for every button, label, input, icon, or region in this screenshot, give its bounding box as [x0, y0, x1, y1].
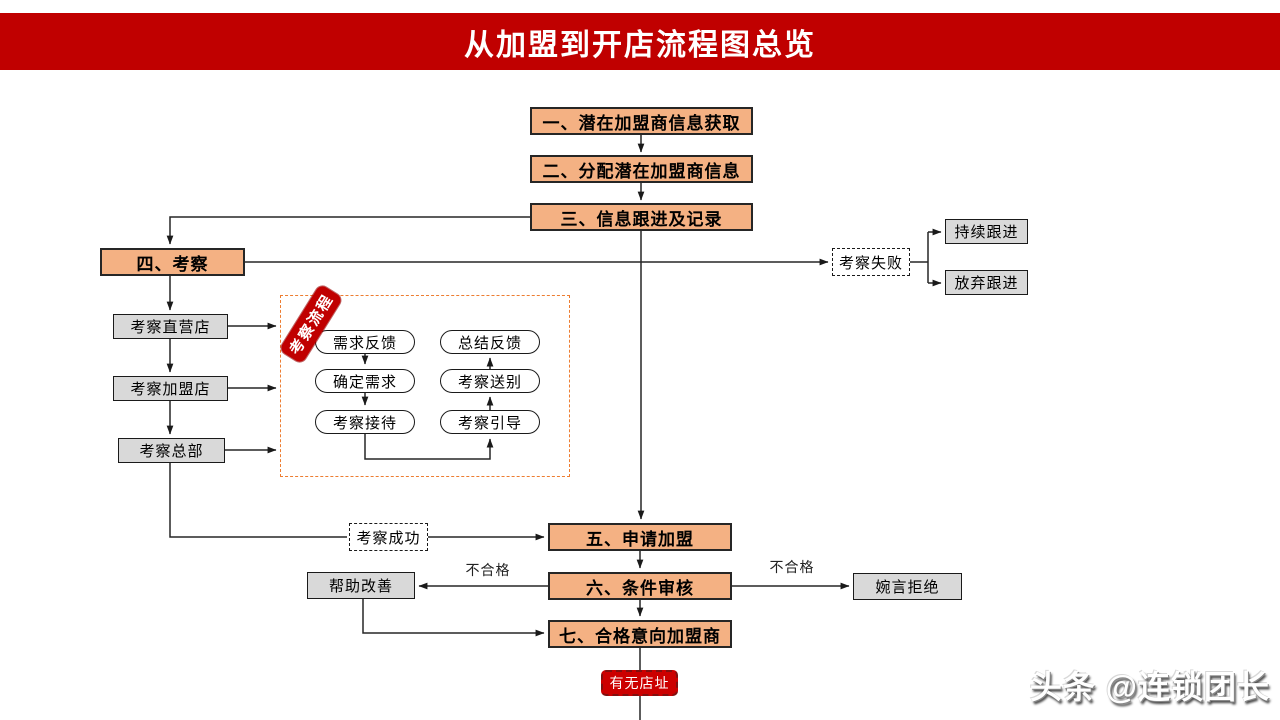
step-1-info-acquisition: 一、潜在加盟商信息获取 — [530, 107, 753, 135]
pill-inspection-farewell: 考察送别 — [440, 369, 540, 393]
pill-demand-feedback: 需求反馈 — [315, 330, 415, 354]
step-5-apply-franchise: 五、申请加盟 — [548, 523, 732, 551]
unqualified-label-right: 不合格 — [769, 559, 815, 575]
page-title: 从加盟到开店流程图总览 — [464, 28, 816, 62]
watermark-text: 头条 @连锁团长 — [1029, 669, 1270, 705]
give-up-following-box: 放弃跟进 — [945, 270, 1028, 295]
step-3-info-follow-up: 三、信息跟进及记录 — [530, 203, 753, 231]
inspect-headquarters-box: 考察总部 — [118, 438, 225, 463]
unqualified-label-left: 不合格 — [465, 562, 511, 578]
inspection-subprocess-container — [280, 295, 570, 477]
inspection-fail-box: 考察失败 — [832, 248, 910, 276]
pill-confirm-demand: 确定需求 — [315, 369, 415, 393]
keep-following-box: 持续跟进 — [945, 219, 1028, 244]
inspect-franchise-store-box: 考察加盟店 — [113, 376, 228, 401]
tactful-refuse-box: 婉言拒绝 — [853, 573, 962, 600]
step-7-qualified-franchisee: 七、合格意向加盟商 — [548, 620, 732, 648]
site-availability-box: 有无店址 — [601, 670, 678, 696]
header-banner: 从加盟到开店流程图总览 — [0, 13, 1280, 70]
pill-inspection-guide: 考察引导 — [440, 410, 540, 434]
step-4-inspection: 四、考察 — [100, 248, 245, 276]
step-2-info-assignment: 二、分配潜在加盟商信息 — [530, 155, 753, 183]
inspection-success-box: 考察成功 — [349, 523, 428, 551]
step-6-condition-review: 六、条件审核 — [548, 572, 732, 600]
pill-summary-feedback: 总结反馈 — [440, 330, 540, 354]
inspect-direct-store-box: 考察直营店 — [113, 314, 228, 339]
pill-inspection-reception: 考察接待 — [315, 410, 415, 434]
help-improve-box: 帮助改善 — [307, 572, 415, 599]
